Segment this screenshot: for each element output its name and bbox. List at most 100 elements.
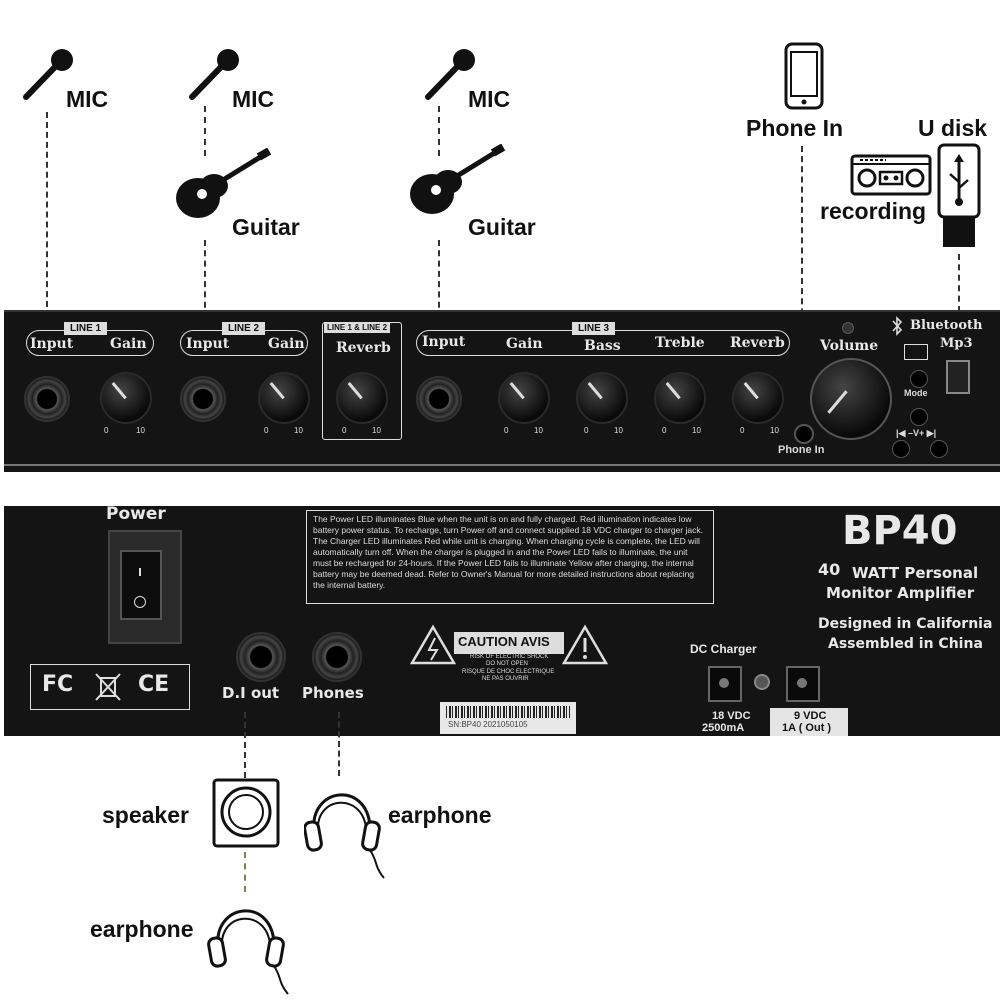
line12-tag: LINE 1 & LINE 2 — [324, 322, 391, 333]
microphone-icon — [189, 49, 239, 100]
caution-small-4: NE PAS OUVRIR — [482, 676, 529, 682]
dc-out-spec-box — [770, 708, 848, 736]
dc-out-jack[interactable] — [786, 666, 820, 702]
caution-small-2: DO NOT OPEN — [486, 661, 528, 667]
gain-1-scale-min: 0 — [104, 426, 109, 435]
radio-recorder-icon — [850, 154, 932, 196]
reverb-3-scale-min: 0 — [740, 426, 745, 435]
bluetooth-icon — [892, 316, 903, 336]
guitar-2-label: Guitar — [232, 214, 300, 240]
guitar-icon — [176, 148, 272, 218]
phones-jack[interactable] — [312, 632, 362, 682]
speaker-label: speaker — [102, 802, 189, 828]
mp3-label: Mp3 — [940, 336, 973, 351]
mic-1-label: MIC — [66, 86, 109, 112]
bass-knob[interactable] — [576, 372, 628, 424]
subtitle-1: WATT Personal — [852, 564, 979, 582]
caution-label: CAUTION AVIS — [458, 634, 550, 649]
vdc18-label: 18 VDC — [712, 710, 751, 722]
treble-knob[interactable] — [654, 372, 706, 424]
line3-tag: LINE 3 — [572, 322, 616, 335]
power-label: Power — [106, 504, 166, 524]
line1-tag: LINE 1 — [64, 322, 108, 335]
usb-port[interactable] — [946, 360, 970, 394]
recording-label: recording — [820, 198, 927, 224]
bass-scale-max: 10 — [614, 426, 623, 435]
assembled-label: Assembled in China — [828, 636, 983, 652]
vdc9-label: 9 VDC — [794, 710, 827, 722]
earphone-bottom-label: earphone — [90, 916, 194, 942]
gain-1-scale-max: 10 — [136, 426, 145, 435]
caution-small-1: RISK OF ELECTRIC SHOCK — [470, 654, 549, 660]
subtitle-2: Monitor Amplifier — [826, 584, 975, 602]
designed-label: Designed in California — [818, 616, 993, 632]
warning-text: The Power LED illuminates Blue when the … — [313, 514, 703, 590]
watt-number: 40 — [818, 560, 841, 579]
mic-2-line — [204, 106, 206, 156]
mic-3-line — [438, 106, 440, 156]
gain-3-scale-max: 10 — [534, 426, 543, 435]
mode-button[interactable] — [910, 370, 928, 388]
caution-box — [454, 632, 564, 654]
headphones-icon — [207, 909, 289, 995]
volume-label: Volume — [820, 338, 879, 354]
volume-buttons-label: |◀ –V+ ▶| — [896, 428, 937, 438]
phones-label: Phones — [302, 684, 364, 702]
microphone-icon — [425, 49, 475, 100]
guitar-2-line — [204, 240, 206, 318]
input-3-jack[interactable] — [416, 376, 462, 422]
di-out-line — [244, 712, 246, 778]
mic-3-label: MIC — [468, 86, 511, 112]
gain-1-knob[interactable] — [100, 372, 152, 424]
di-out-label: D.I out — [222, 684, 280, 702]
volume-knob[interactable] — [810, 358, 892, 440]
caution-small-3: RISQUE DE CHOC ELECTRIQUE — [462, 669, 555, 675]
warning-triangle-icon — [562, 624, 608, 665]
speaker-icon — [212, 778, 280, 848]
gain-2-scale-max: 10 — [294, 426, 303, 435]
treble-label: Treble — [655, 335, 705, 351]
gain-3-knob[interactable] — [498, 372, 550, 424]
serial-sticker: SN:BP40 2021050105 — [440, 702, 576, 734]
power-switch[interactable] — [120, 550, 162, 620]
input-2-label: Input — [186, 336, 230, 352]
earphone-right-label: earphone — [388, 802, 492, 828]
input-2-jack[interactable] — [180, 376, 226, 422]
mic-2-label: MIC — [232, 86, 275, 112]
play-pause-button[interactable] — [910, 408, 928, 426]
gain-3-label: Gain — [506, 336, 543, 352]
reverb-3-knob[interactable] — [732, 372, 784, 424]
phone-in-jack[interactable] — [794, 424, 814, 444]
dc-charger-label: DC Charger — [690, 642, 757, 656]
headphones-icon — [304, 793, 385, 879]
ce-icon: CE — [138, 672, 170, 697]
guitar-3-label: Guitar — [468, 214, 536, 240]
di-out-jack[interactable] — [236, 632, 286, 682]
speaker-earphone-line — [244, 852, 246, 892]
bass-label: Bass — [584, 338, 621, 354]
gain-2-knob[interactable] — [258, 372, 310, 424]
input-1-jack[interactable] — [24, 376, 70, 422]
gain-1-label: Gain — [110, 336, 147, 352]
ma2500-label: 2500mA — [702, 722, 745, 734]
gain-2-scale-min: 0 — [264, 426, 269, 435]
guitar-icon — [410, 144, 506, 214]
gain-3-scale-min: 0 — [504, 426, 509, 435]
mic-1-line — [46, 112, 48, 317]
treble-scale-max: 10 — [692, 426, 701, 435]
reverb-12-knob[interactable] — [336, 372, 388, 424]
warning-text-box: The Power LED illuminates Blue when the … — [306, 510, 714, 604]
reverb-3-label: Reverb — [730, 335, 785, 351]
u-disk-line — [958, 254, 960, 364]
certification-box — [30, 664, 190, 710]
guitar-3-line — [438, 240, 440, 318]
next-vol-up-button[interactable] — [930, 440, 948, 458]
reverb-12-label: Reverb — [336, 340, 391, 356]
phones-line — [338, 712, 340, 776]
prev-vol-down-button[interactable] — [892, 440, 910, 458]
phone-in-top-label: Phone In — [746, 115, 844, 141]
bluetooth-label: Bluetooth — [910, 318, 983, 333]
out1a-label: 1A ( Out ) — [782, 722, 832, 734]
input-3-label: Input — [422, 334, 466, 350]
dc-charger-jack[interactable] — [708, 666, 742, 702]
